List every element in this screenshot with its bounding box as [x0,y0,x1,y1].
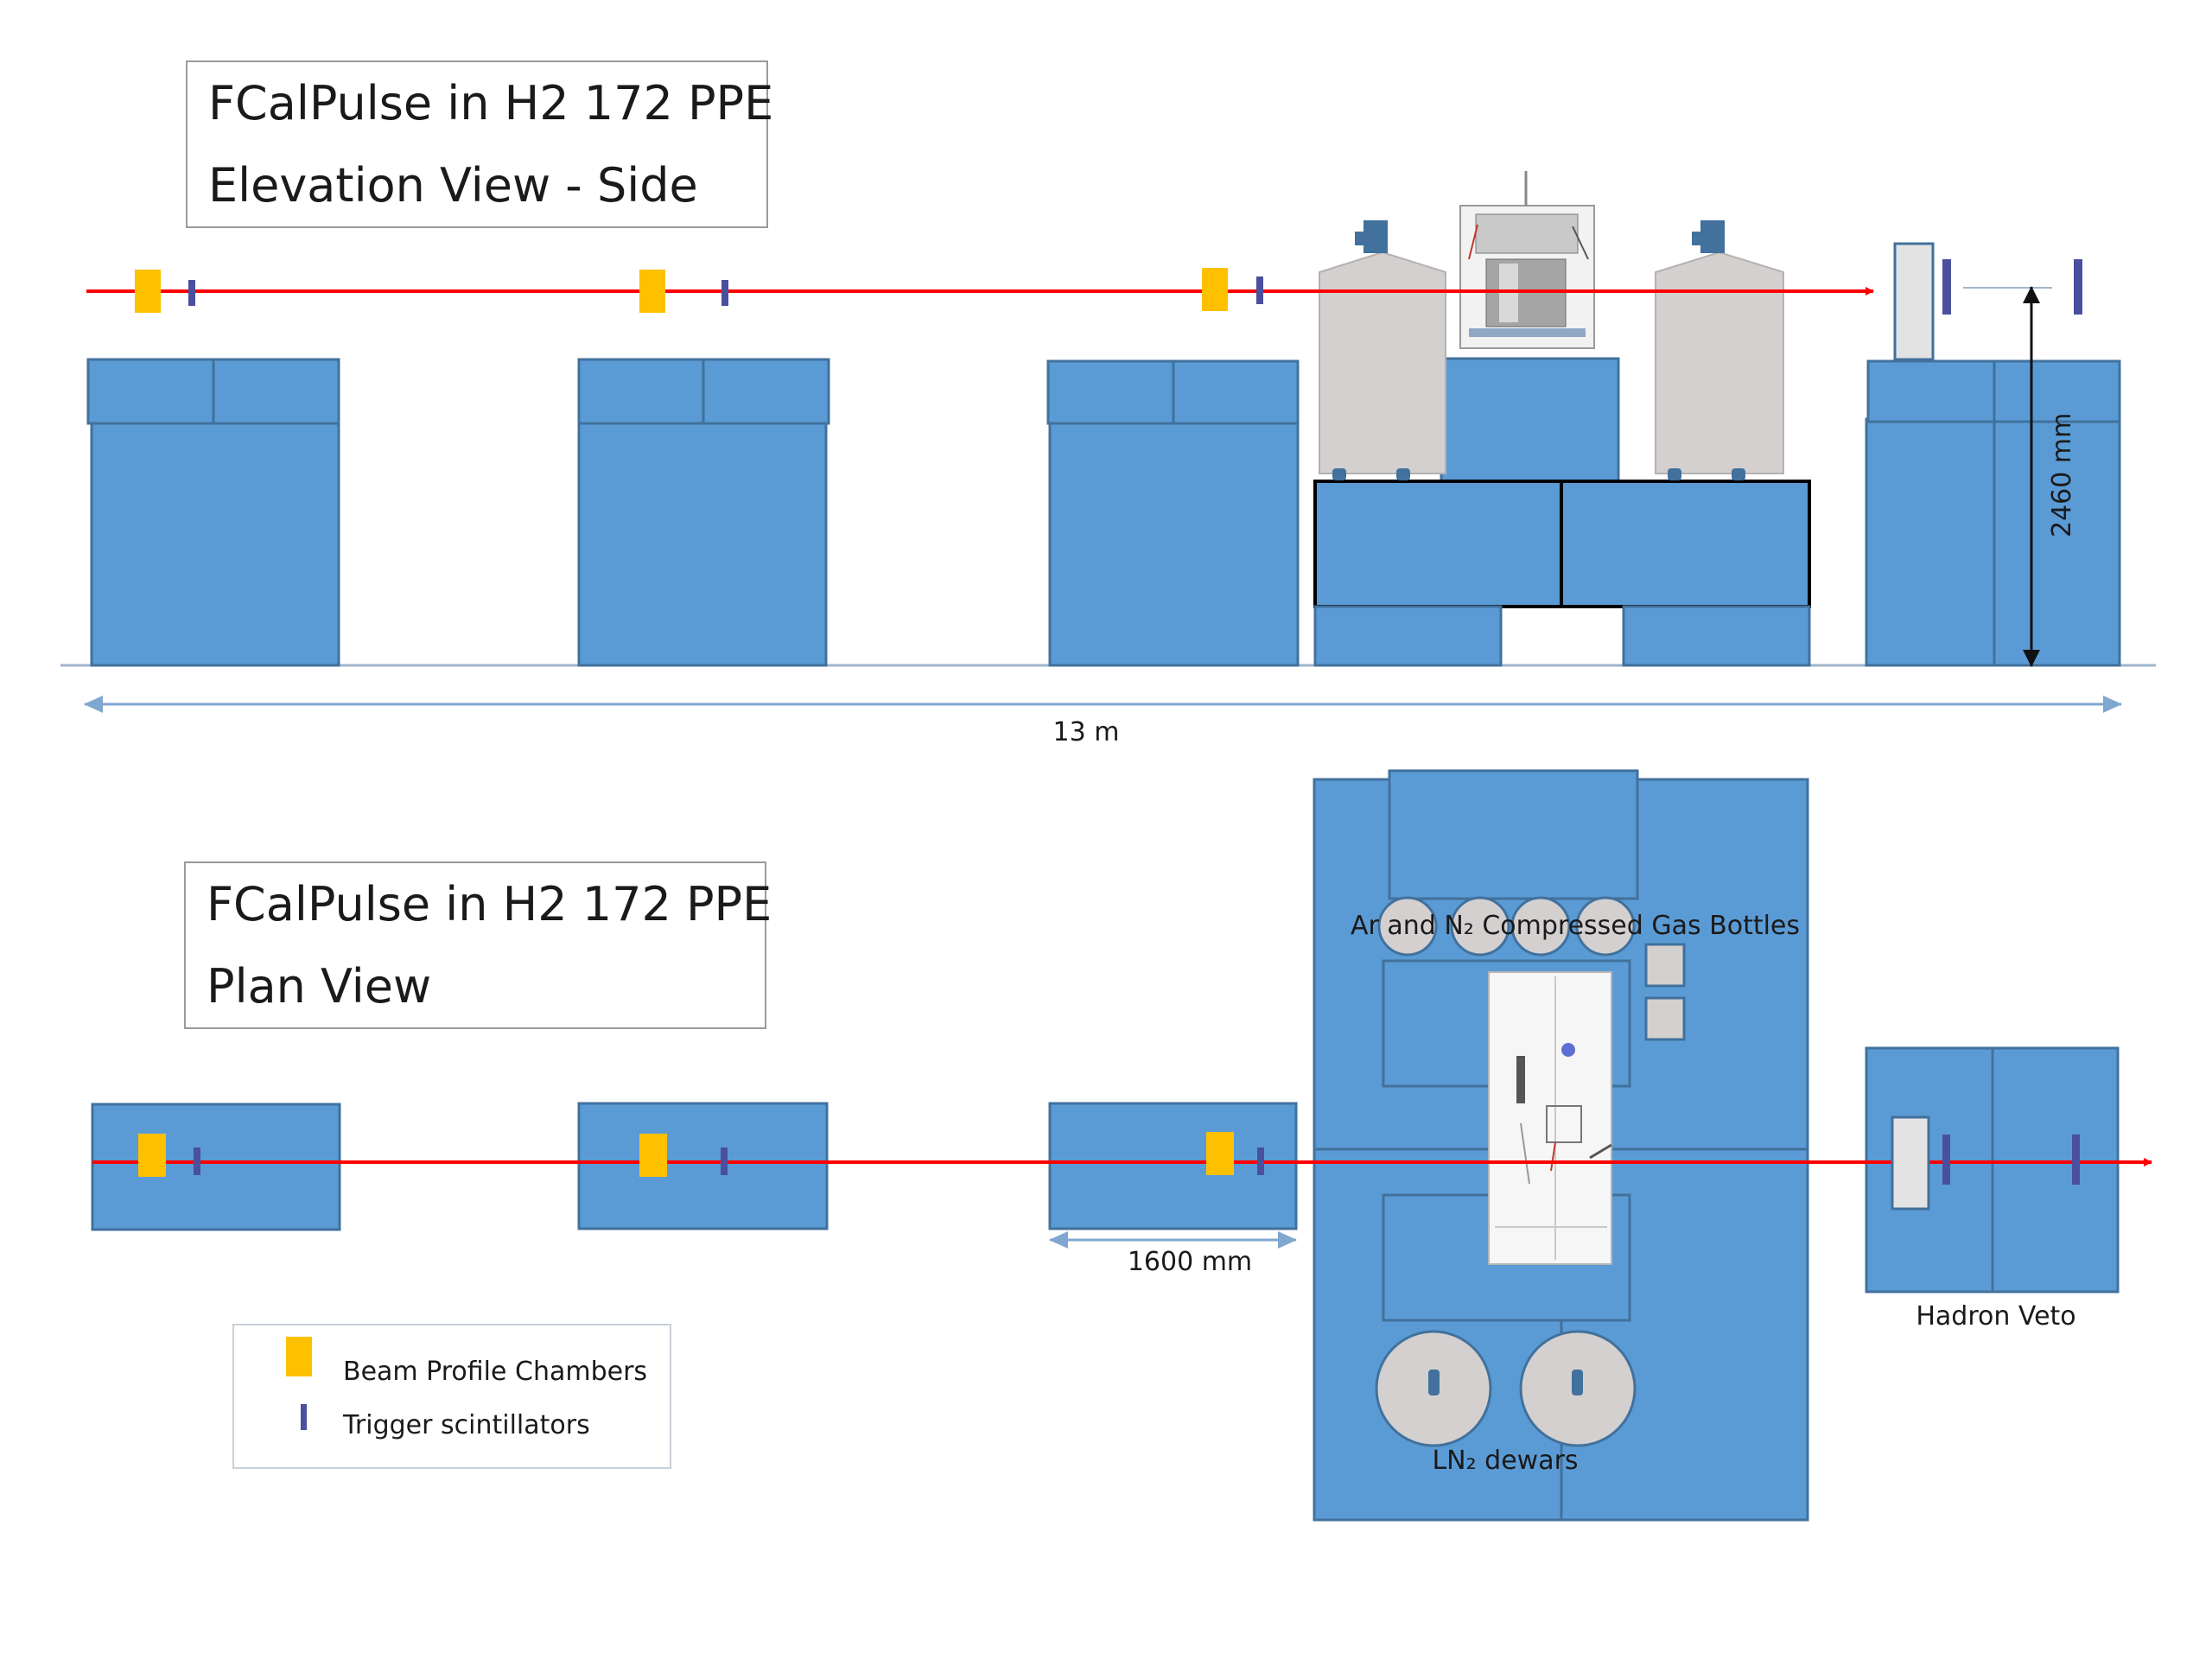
trigger-scintillator-elev-1 [188,280,195,306]
plan-cryostat-top-block [1388,769,1639,900]
cryostat-base-left [1313,480,1563,608]
ln2-dewars [1375,1330,1637,1447]
tank-left-foot-2 [1396,468,1410,480]
tank-right-foot-1 [1668,468,1681,480]
trigger-scintillator-plan-3 [1257,1147,1264,1175]
gas-bottle-2 [1450,896,1510,957]
veto-scintillator-plan-1 [1942,1135,1950,1185]
plan-grey-box-1 [1644,943,1686,988]
beam-profile-chamber-elev-3 [1202,268,1228,311]
beam-elements-plan [138,1116,2080,1211]
elevation-view [60,357,2156,667]
beam-profile-chamber-elev-2 [639,270,665,313]
veto-scintillator-elev-1 [1942,259,1951,315]
legend-beam-profile-swatch [286,1337,312,1376]
cryostat-leg-left [1313,605,1503,667]
tank-left-valve-knob [1355,232,1365,245]
hadron-veto-block-plan [1891,1116,1930,1211]
elevation-title-box: FCalPulse in H2 172 PPE Elevation View -… [186,60,774,228]
tank-right-foot-2 [1732,468,1745,480]
legend: Beam Profile Chambers Trigger scintillat… [232,1324,671,1469]
table-3-top-left [1046,359,1175,425]
beam-profile-chamber-plan-3 [1206,1132,1234,1175]
length-dimension-label: 13 m [1053,717,1120,747]
tank-right-valve-knob [1692,232,1702,245]
hadron-veto-block-elev [1893,242,1935,361]
width-dimension-label: 1600 mm [1128,1247,1252,1277]
plan-table-3 [1048,1102,1298,1230]
veto-table-lower-left [1865,417,1996,667]
gas-bottles-label: Ar and N₂ Compressed Gas Bottles [1351,911,1800,941]
beam-profile-chamber-elev-1 [135,270,161,313]
tank-right-valve [1700,220,1725,253]
gas-bottle-4 [1575,896,1636,957]
elevation-title-line1: FCalPulse in H2 172 PPE [208,76,774,130]
plan-title-line2: Plan View [207,959,432,1014]
gas-bottles-plan [1377,896,1686,1041]
plan-grey-box-2 [1644,996,1686,1041]
hadron-veto-label: Hadron Veto [1916,1301,2075,1332]
legend-trigger-label: Trigger scintillators [342,1410,590,1440]
table-1-top-left [86,358,215,425]
cryostat-stand-top [1440,357,1620,483]
table-3-lower [1048,420,1300,667]
plan-veto-table-right [1991,1046,2120,1294]
beam-profile-chamber-plan-1 [138,1134,166,1177]
tank-left-valve [1363,220,1388,253]
cryostat-apparatus-plan [1488,971,1612,1265]
table-1-top-right [212,358,340,425]
veto-scintillator-elev-2 [2074,259,2082,315]
table-3-top-right [1172,359,1300,425]
elevation-title-line2: Elevation View - Side [208,158,698,213]
beam-elements-elevation [135,242,2082,361]
veto-table-top-right [1993,359,2121,423]
gas-bottle-1 [1377,896,1438,957]
trigger-scintillator-plan-1 [194,1147,200,1175]
beam-profile-chamber-plan-2 [639,1134,667,1177]
trigger-scintillator-plan-2 [721,1147,728,1175]
table-1-lower [90,420,340,667]
table-2-lower [577,420,828,667]
cryostat-leg-right [1622,605,1811,667]
trigger-scintillator-elev-2 [721,280,728,306]
legend-beam-profile-label: Beam Profile Chambers [343,1357,647,1387]
table-2-top-right [702,358,830,425]
veto-scintillator-plan-2 [2072,1135,2080,1185]
cryostat-base-right [1560,480,1811,608]
tank-left-foot-1 [1332,468,1346,480]
gas-bottle-3 [1510,896,1571,957]
tank-right [1655,251,1784,474]
trigger-scintillator-elev-3 [1256,276,1263,304]
veto-table-top-left [1866,359,1996,423]
height-dimension-label: 2460 mm [2047,413,2077,537]
ln2-dewars-label: LN₂ dewars [1432,1446,1578,1476]
veto-table-lower-right [1993,417,2121,667]
plan-table-2 [577,1102,829,1230]
tank-left [1319,251,1446,474]
legend-trigger-swatch [301,1404,307,1430]
plan-title-box: FCalPulse in H2 172 PPE Plan View [184,861,772,1029]
plan-title-line1: FCalPulse in H2 172 PPE [207,877,772,931]
cryostat-apparatus-elevation [1459,171,1595,349]
plan-table-1 [91,1103,341,1231]
table-2-top-left [577,358,705,425]
gas-tanks-elevation [1319,220,1784,480]
